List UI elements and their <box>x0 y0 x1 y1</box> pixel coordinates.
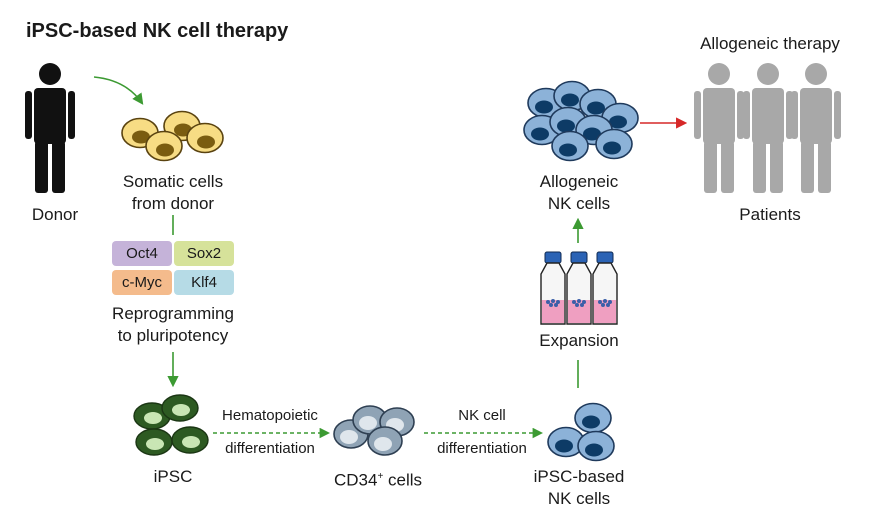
ipsc-nk-cells-icon <box>547 402 615 462</box>
hemato-label-line1: Hematopoietic <box>222 407 318 424</box>
ipsc-label: iPSC <box>153 467 193 486</box>
somatic-label-line2: from donor <box>131 194 215 213</box>
allogeneic-therapy-label: Allogeneic therapy <box>700 34 840 53</box>
hemato-label-line2: differentiation <box>225 440 315 457</box>
cd34-label: CD34+ cells <box>333 470 423 490</box>
expansion-flasks-icon <box>540 251 618 325</box>
somatic-label-line1: Somatic cells <box>122 172 224 191</box>
patients-label: Patients <box>739 205 801 224</box>
arrow-donor-to-somatic <box>93 76 144 105</box>
patients-figures-icon <box>694 63 841 193</box>
cd34-cells-icon <box>333 405 415 456</box>
factor-oct4: Oct4 <box>112 241 172 266</box>
ipsc-nk-label-line1: iPSC-based <box>533 467 625 486</box>
ipsc-nk-label-line2: NK cells <box>547 489 611 508</box>
allogeneic-nk-label-line2: NK cells <box>547 194 611 213</box>
allogeneic-nk-label-line1: Allogeneic <box>539 172 619 191</box>
reprogramming-label-line1: Reprogramming <box>112 304 234 323</box>
donor-figure-icon <box>25 63 75 193</box>
factor-sox2: Sox2 <box>174 241 234 266</box>
diagram-title: iPSC-based NK cell therapy <box>26 20 289 42</box>
ipsc-cells-icon <box>133 394 209 456</box>
somatic-cells-icon <box>121 110 224 162</box>
factor-klf4: Klf4 <box>174 270 234 295</box>
nkdiff-label-line2: differentiation <box>437 440 527 457</box>
reprogramming-label-line2: to pluripotency <box>117 326 229 345</box>
donor-label: Donor <box>31 205 79 224</box>
allogeneic-nk-cells-icon <box>523 80 639 162</box>
nkdiff-label-line1: NK cell <box>458 407 506 424</box>
expansion-label: Expansion <box>539 331 619 350</box>
factor-cmyc: c-Myc <box>112 270 172 295</box>
